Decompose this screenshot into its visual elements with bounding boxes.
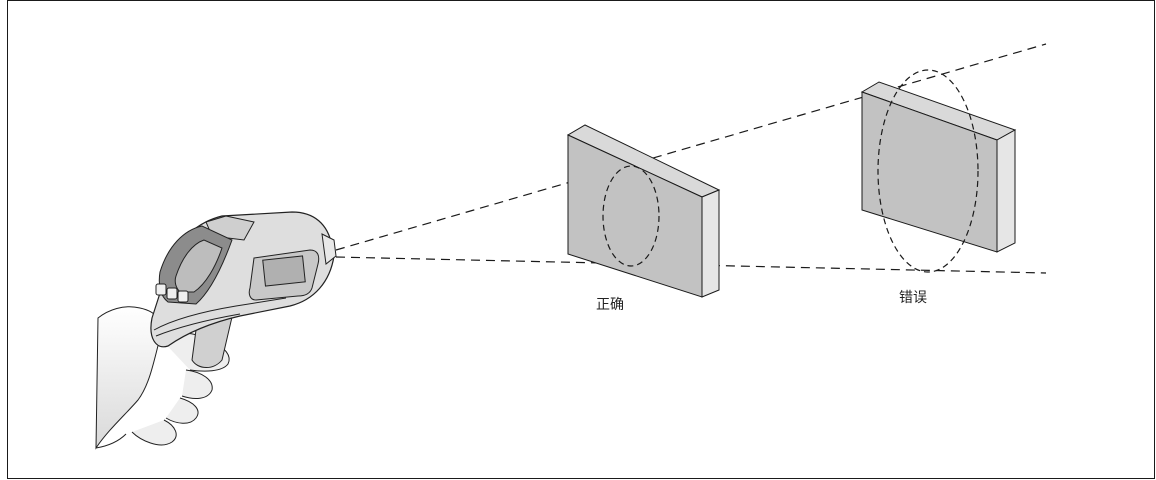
target-panel-wrong [860, 69, 1017, 273]
diagram-border [7, 0, 1155, 479]
label-correct: 正确 [596, 297, 624, 313]
target-panel-correct [566, 124, 721, 298]
thermometer-button-2 [166, 287, 178, 300]
infrared-thermometer-icon [150, 211, 337, 368]
measurement-spot-correct [602, 165, 660, 267]
thermometer-button-3 [177, 290, 189, 303]
cone-lower-line [335, 256, 1047, 274]
label-wrong: 错误 [899, 290, 927, 306]
measurement-spot-wrong [877, 69, 979, 273]
thermometer-button-1 [155, 283, 167, 296]
cone-upper-line [335, 43, 1047, 251]
